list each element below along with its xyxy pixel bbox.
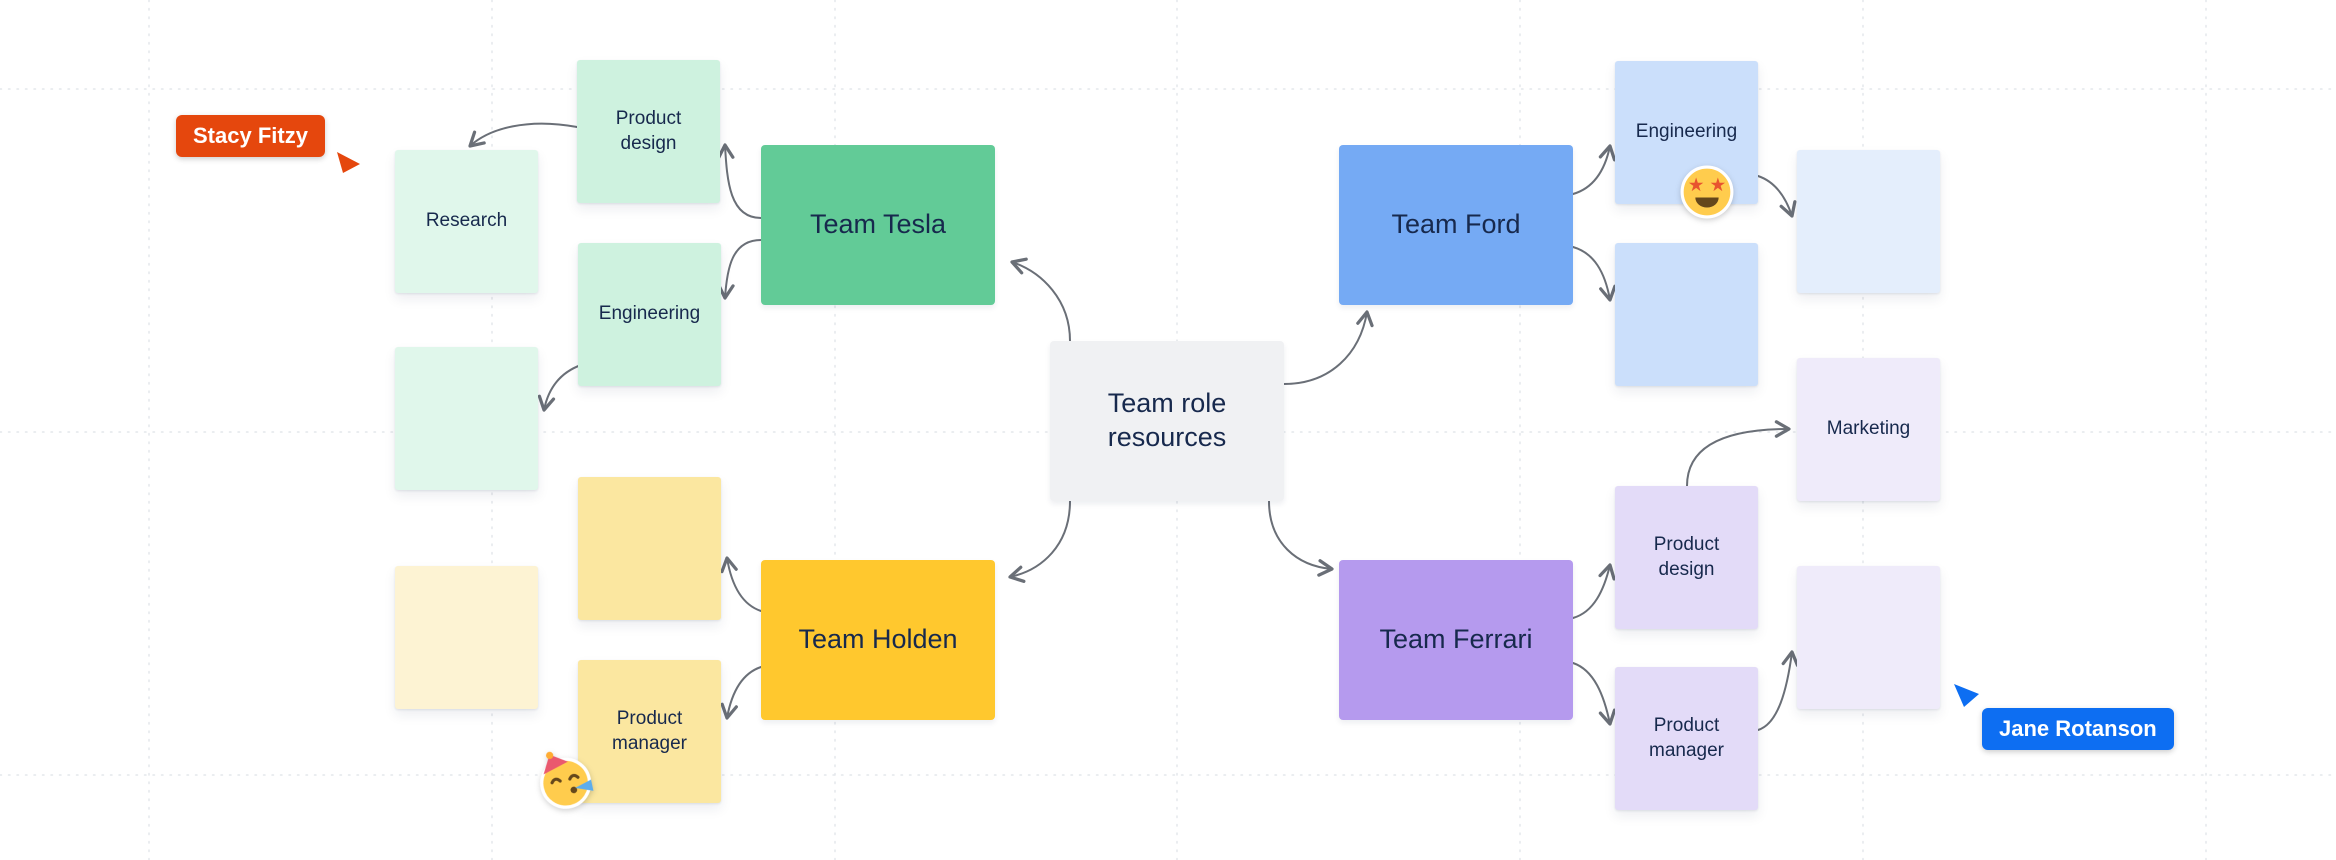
connector-holden-note[interactable]	[720, 556, 762, 612]
sticky-label: Product design	[1653, 533, 1720, 580]
sticky-note-empty-yellow[interactable]	[578, 477, 721, 620]
connector-center-holden[interactable]	[1008, 500, 1071, 583]
sticky-note-engineering-tesla[interactable]: Engineering	[578, 243, 721, 386]
connector-product-manager-note[interactable]	[1757, 650, 1800, 731]
sticky-note-product-manager-holden[interactable]: Product manager	[578, 660, 721, 803]
cursor-pointer-icon	[1952, 682, 1982, 712]
cursor-name-tag: Jane Rotanson	[1982, 708, 2174, 750]
sticky-label: Product design	[615, 107, 682, 154]
connector-product-design-marketing[interactable]	[1686, 420, 1791, 487]
sticky-label: Research	[425, 210, 508, 232]
team-node-label: Team Ferrari	[1379, 624, 1533, 655]
sticky-label: Marketing	[1826, 418, 1911, 440]
star-struck-emoji[interactable]: ★ ★	[1679, 164, 1735, 220]
team-node-tesla[interactable]: Team Tesla	[761, 145, 995, 305]
sticky-note-product-manager-ferrari[interactable]: Product manager	[1615, 667, 1758, 810]
team-node-label: Team Holden	[798, 624, 958, 655]
sticky-note-marketing[interactable]: Marketing	[1797, 358, 1940, 501]
cursor-name-tag: Stacy Fitzy	[176, 115, 325, 157]
center-node-team-role-resources[interactable]: Team role resources	[1050, 341, 1284, 501]
sticky-label: Product manager	[1649, 714, 1724, 761]
connector-center-ferrari[interactable]	[1268, 500, 1334, 577]
center-node-label: Team role resources	[1107, 388, 1227, 452]
sticky-label: Engineering	[598, 303, 701, 325]
sticky-note-product-design-ferrari[interactable]: Product design	[1615, 486, 1758, 629]
connector-holden-product-manager[interactable]	[720, 666, 762, 720]
sticky-label: Product manager	[612, 707, 687, 754]
team-node-label: Team Ford	[1391, 209, 1521, 240]
connector-center-tesla[interactable]	[1010, 257, 1071, 342]
connector-ford-note[interactable]	[1572, 246, 1617, 302]
collaborator-cursor-jane-rotanson: Jane Rotanson	[1982, 708, 2174, 750]
sticky-note-empty-mint[interactable]	[395, 347, 538, 490]
connector-tesla-product-design[interactable]	[716, 143, 762, 219]
collaborator-cursor-stacy-fitzy: Stacy Fitzy	[176, 115, 325, 157]
connector-ford-engineering[interactable]	[1572, 144, 1617, 195]
team-node-holden[interactable]: Team Holden	[761, 560, 995, 720]
sticky-note-empty-lavender[interactable]	[1797, 566, 1940, 709]
team-node-ferrari[interactable]: Team Ferrari	[1339, 560, 1573, 720]
partying-face-emoji[interactable]	[526, 741, 604, 819]
connector-product-design-research[interactable]	[468, 122, 578, 148]
connector-engineering-note[interactable]	[537, 364, 582, 412]
cursor-pointer-icon	[334, 150, 362, 178]
svg-text:★: ★	[1710, 175, 1727, 196]
connector-center-ford[interactable]	[1283, 310, 1374, 385]
sticky-note-product-design-tesla[interactable]: Product design	[577, 60, 720, 203]
team-node-ford[interactable]: Team Ford	[1339, 145, 1573, 305]
connector-tesla-engineering[interactable]	[717, 239, 762, 300]
sticky-label: Engineering	[1635, 121, 1738, 143]
svg-text:★: ★	[1688, 175, 1705, 196]
team-node-label: Team Tesla	[809, 209, 947, 240]
connector-ferrari-product-manager[interactable]	[1572, 662, 1617, 726]
sticky-note-research[interactable]: Research	[395, 150, 538, 293]
connector-ferrari-product-design[interactable]	[1572, 563, 1616, 619]
sticky-note-empty-pale-blue[interactable]	[1797, 150, 1940, 293]
connector-engineering-note-right[interactable]	[1757, 175, 1797, 218]
sticky-note-empty-blue[interactable]	[1615, 243, 1758, 386]
sticky-note-empty-pale-yellow[interactable]	[395, 566, 538, 709]
